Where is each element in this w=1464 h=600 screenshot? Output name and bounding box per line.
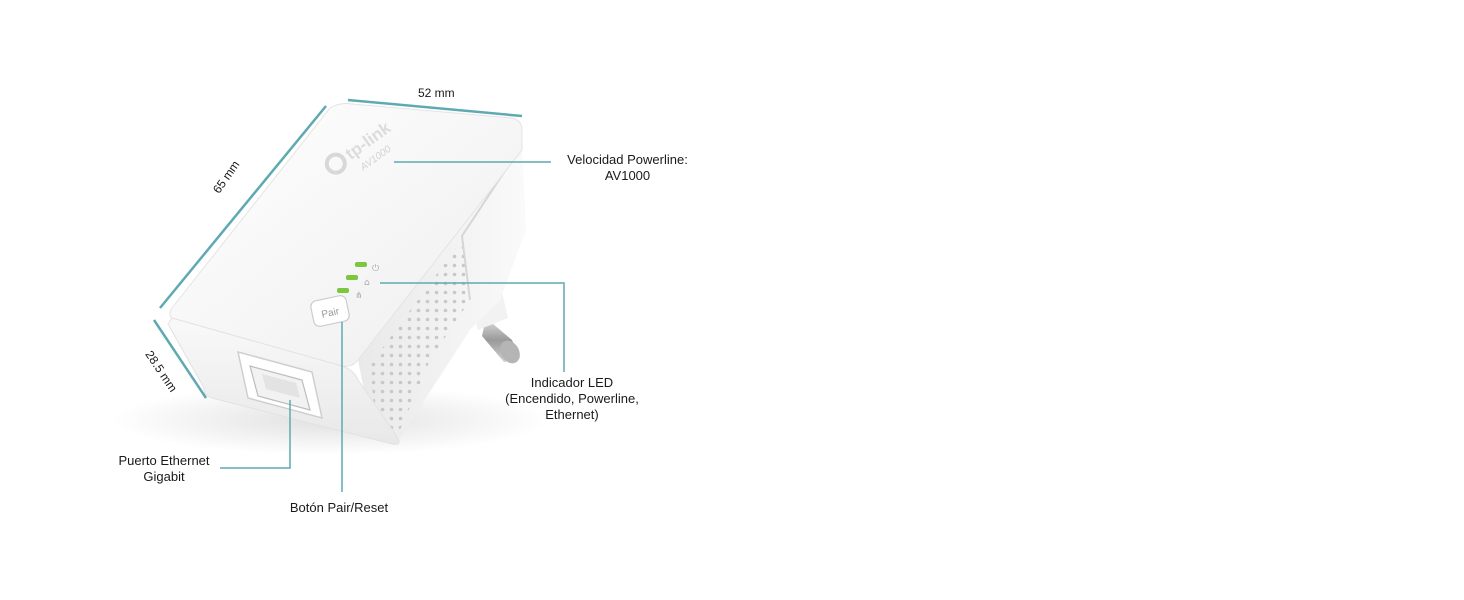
- pair-button: Pair: [310, 295, 350, 327]
- ethernet-port: [237, 350, 323, 420]
- speed-callout-line2: AV1000: [604, 168, 651, 183]
- ethernet-leader-line: [220, 400, 291, 469]
- pair-button-text: Pair: [321, 306, 341, 321]
- led-callout: Indicador LED (Encendido, Powerline, Eth…: [497, 375, 647, 423]
- height-dimension-line: [159, 105, 327, 309]
- ethernet-callout: Puerto Ethernet Gigabit: [104, 453, 224, 485]
- led-ethernet: [337, 288, 349, 293]
- width-dimension-label: 52 mm: [418, 86, 455, 100]
- speed-callout-line1: Velocidad Powerline:: [567, 152, 688, 167]
- width-dimension-line: [347, 98, 523, 118]
- powerline-icon: ⌂: [364, 278, 370, 288]
- vent-grille: [370, 240, 470, 430]
- led-indicators: ⏻ ⌂ ⋔: [337, 262, 379, 301]
- led-leader-line: [380, 282, 565, 372]
- pair-callout: Botón Pair/Reset: [279, 500, 399, 516]
- led-callout-line2: (Encendido, Powerline,: [505, 391, 639, 406]
- led-power: [355, 262, 367, 267]
- speed-callout: Velocidad Powerline: AV1000: [555, 152, 700, 184]
- leader-lines: [220, 161, 565, 492]
- dimension-lines: [152, 98, 523, 399]
- ethernet-callout-line1: Puerto Ethernet: [118, 453, 210, 468]
- ethernet-callout-line2: Gigabit: [143, 469, 185, 484]
- led-powerline: [346, 275, 358, 280]
- led-callout-line1: Indicador LED: [530, 375, 614, 390]
- led-callout-line3: Ethernet): [545, 407, 599, 422]
- depth-dimension-line: [152, 319, 208, 399]
- power-icon: ⏻: [372, 263, 379, 274]
- pair-callout-line1: Botón Pair/Reset: [289, 500, 389, 515]
- ethernet-led-icon: ⋔: [355, 291, 363, 301]
